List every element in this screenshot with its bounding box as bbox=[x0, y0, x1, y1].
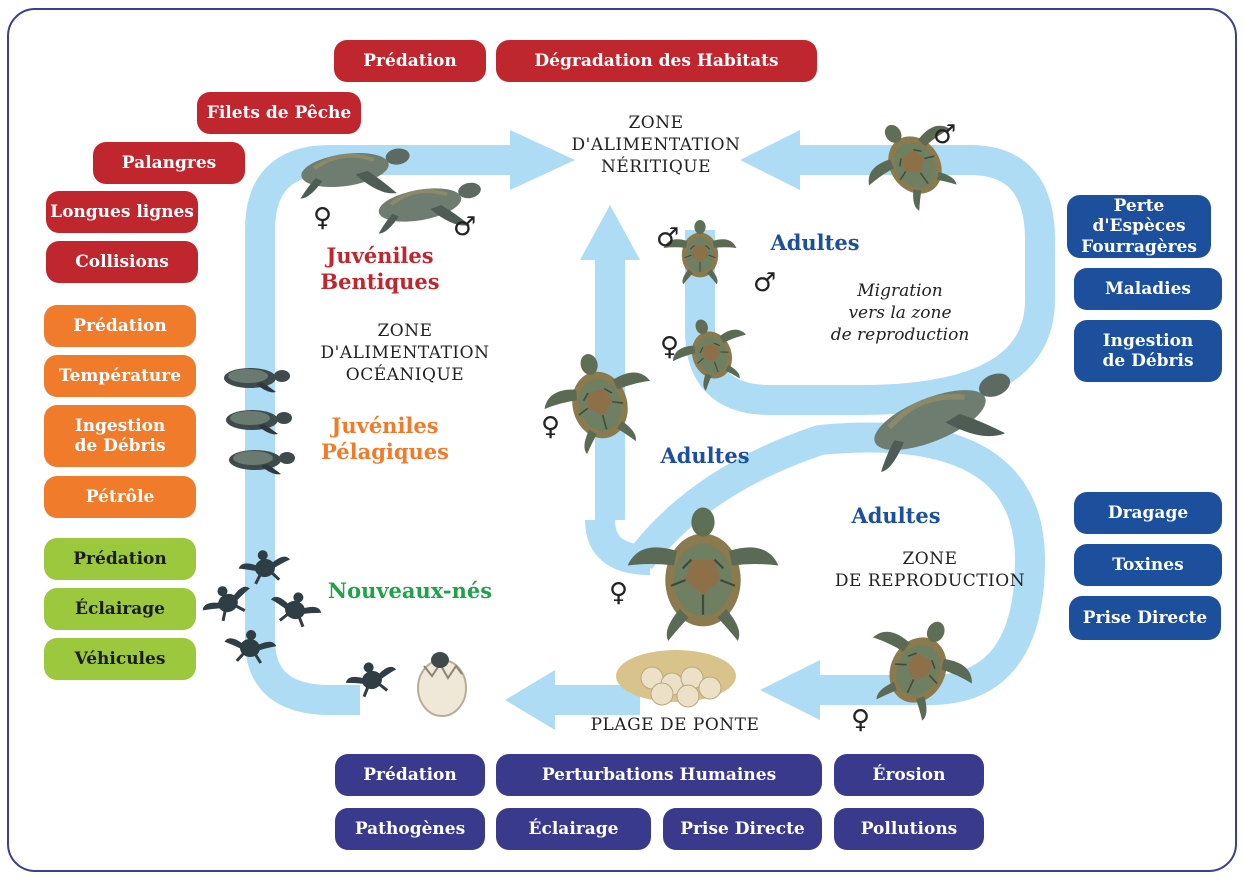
threat-predation-hatchlings: Prédation bbox=[44, 538, 196, 580]
male-symbol: ♂ bbox=[933, 120, 957, 150]
turtle-icon bbox=[849, 598, 991, 734]
threat-predation-beach: Prédation bbox=[335, 754, 485, 796]
threat-human-disturbance: Perturbations Humaines bbox=[496, 754, 822, 796]
egg-icon bbox=[417, 652, 467, 717]
diagram-frame bbox=[7, 8, 1237, 872]
threat-debris-ingestion-pelagic: Ingestion de Débris bbox=[44, 405, 196, 467]
threat-oil: Pétrôle bbox=[44, 476, 196, 518]
zone-neritic-feeding: ZONE D'ALIMENTATION NÉRITIQUE bbox=[571, 113, 741, 178]
threat-predation-pelagic: Prédation bbox=[44, 305, 196, 347]
threat-pollutions: Pollutions bbox=[834, 808, 984, 850]
zone-nesting-beach: PLAGE DE PONTE bbox=[590, 715, 760, 735]
female-symbol: ♀ bbox=[541, 412, 561, 442]
threat-habitat-degradation: Dégradation des Habitats bbox=[496, 40, 817, 82]
stage-hatchlings: Nouveaux-nés bbox=[327, 578, 493, 603]
male-symbol: ♂ bbox=[656, 223, 680, 253]
stage-adults-reproduction: Adultes bbox=[851, 503, 941, 528]
threat-pathogens: Pathogènes bbox=[335, 808, 485, 850]
zone-oceanic-feeding: ZONE D'ALIMENTATION OCÉANIQUE bbox=[320, 321, 490, 386]
stage-benthic-juveniles: Juvéniles Bentiques bbox=[320, 243, 440, 295]
female-symbol: ♀ bbox=[609, 578, 629, 608]
threat-vehicles: Véhicules bbox=[44, 638, 196, 680]
stage-adults-feeding: Adultes bbox=[770, 230, 860, 255]
male-symbol: ♂ bbox=[753, 268, 777, 298]
threat-lighting-hatchlings: Éclairage bbox=[44, 588, 196, 630]
threat-fishing-nets: Filets de Pêche bbox=[197, 92, 361, 134]
threat-palangres: Palangres bbox=[93, 142, 245, 184]
zone-reproduction: ZONE DE REPRODUCTION bbox=[834, 549, 1026, 592]
stage-pelagic-juveniles: Juvéniles Pélagiques bbox=[321, 413, 449, 465]
threat-long-lines: Longues lignes bbox=[46, 191, 198, 233]
male-symbol: ♂ bbox=[453, 212, 477, 242]
threat-dredging: Dragage bbox=[1074, 492, 1222, 534]
migration-label: Migration vers la zone de reproduction bbox=[830, 281, 970, 346]
threat-diseases: Maladies bbox=[1074, 268, 1222, 310]
female-symbol: ♀ bbox=[851, 705, 871, 735]
female-symbol: ♀ bbox=[313, 203, 333, 233]
stage-adults-center: Adultes bbox=[660, 443, 750, 468]
threat-direct-take-adults: Prise Directe bbox=[1069, 596, 1221, 640]
threat-temperature: Température bbox=[44, 355, 196, 397]
threat-lighting-beach: Éclairage bbox=[496, 808, 651, 850]
threat-predation-top: Prédation bbox=[334, 40, 486, 82]
threat-debris-ingestion-adults: Ingestion de Débris bbox=[1074, 320, 1222, 382]
female-symbol: ♀ bbox=[660, 332, 680, 362]
threat-toxins: Toxines bbox=[1074, 544, 1222, 586]
threat-erosion: Érosion bbox=[834, 754, 984, 796]
threat-collisions: Collisions bbox=[46, 241, 198, 283]
threat-forage-species-loss: Perte d'Espèces Fourragères bbox=[1067, 195, 1211, 258]
nest-icon bbox=[616, 650, 736, 708]
threat-direct-take-beach: Prise Directe bbox=[663, 808, 822, 850]
